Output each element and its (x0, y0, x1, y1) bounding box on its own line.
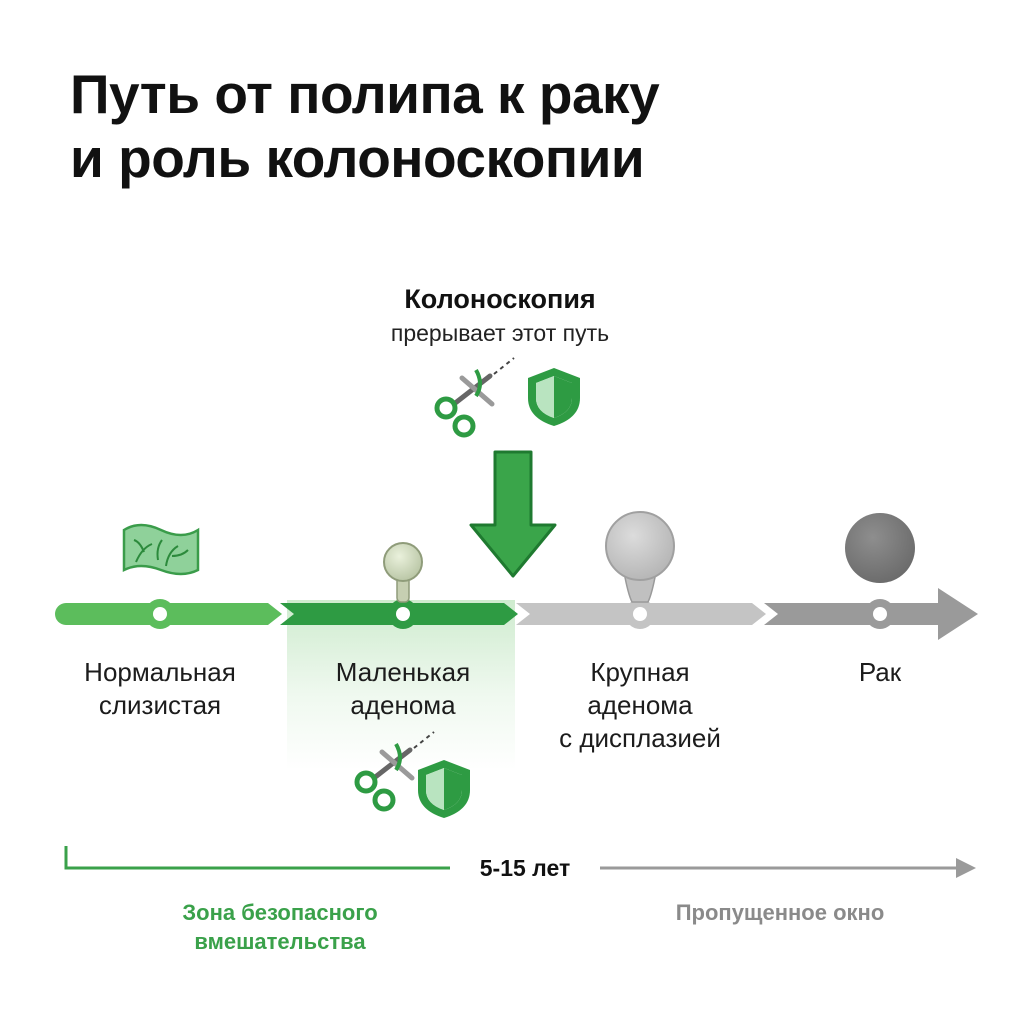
stage-node-large-adenoma (625, 599, 655, 629)
stage-label-small-adenoma: Маленькая аденома (335, 657, 471, 720)
stage-node-cancer (865, 599, 895, 629)
stage-node-small-adenoma (388, 599, 418, 629)
page-title: Путь от полипа к раку и роль колоноскопи… (70, 62, 970, 190)
shield-icon-lower (418, 760, 470, 818)
scissors-icon-lower (354, 731, 435, 812)
timeline-track (55, 588, 978, 640)
mucosa-tissue-icon (122, 523, 200, 576)
duration-label: 5-15 лет (455, 855, 595, 882)
intervention-callout: Колоноскопия прерывает этот путь (300, 282, 700, 348)
timespan-safe-bracket (64, 846, 450, 870)
small-polyp-icon (383, 542, 423, 603)
safe-zone-label: Зона безопасного вмешательства (182, 900, 378, 954)
tumor-icon (845, 513, 915, 583)
timespan-arrowhead (956, 858, 976, 878)
stage-node-normal (145, 599, 175, 629)
stage-label-large-adenoma: Крупная аденома с дисплазией (559, 657, 721, 753)
timespan-bar (64, 846, 976, 878)
intervention-subtext: прерывает этот путь (390, 320, 610, 346)
scissors-icon (434, 357, 515, 438)
stage-label-normal: Нормальная слизистая (84, 657, 236, 720)
intervention-arrow (469, 450, 557, 578)
title-line-1: Путь от полипа к раку (70, 63, 660, 125)
intervention-heading: Колоноскопия (404, 284, 596, 314)
title-line-2: и роль колоноскопии (70, 127, 645, 189)
stage-label-cancer: Рак (858, 657, 902, 687)
large-polyp-icon (605, 511, 675, 603)
shield-icon (528, 368, 580, 426)
missed-window-label: Пропущенное окно (675, 900, 885, 925)
